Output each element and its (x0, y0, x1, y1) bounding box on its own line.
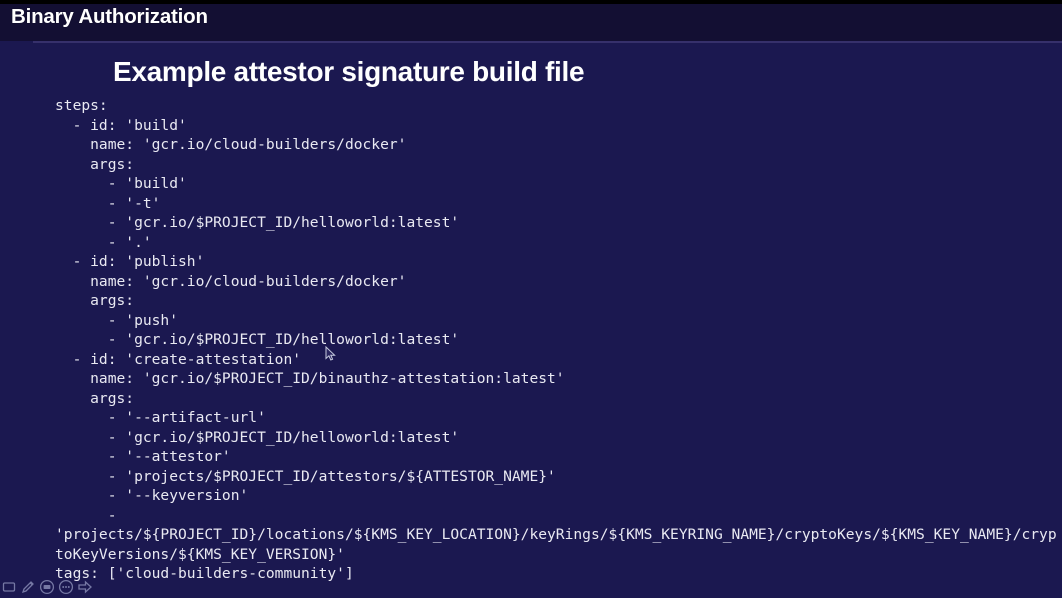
code-line: name: 'gcr.io/cloud-builders/docker' (55, 272, 407, 290)
code-line: steps: (55, 97, 108, 114)
code-line: - '-t' (55, 194, 161, 212)
header-divider (33, 41, 1062, 43)
code-line: name: 'gcr.io/cloud-builders/docker' (55, 136, 407, 153)
code-line: args: (55, 292, 135, 309)
code-line-wrapped: 'projects/${PROJECT_ID}/locations/${KMS_… (55, 526, 1057, 563)
code-line: - '.' (55, 233, 152, 251)
screen-icon[interactable] (38, 578, 56, 596)
code-line: name: 'gcr.io/$PROJECT_ID/binauthz-attes… (55, 370, 565, 387)
code-line: args: (55, 155, 135, 173)
pointer-icon[interactable] (0, 578, 18, 596)
code-block: steps: - id: 'build' name: 'gcr.io/cloud… (55, 96, 1062, 584)
code-line: - '--artifact-url' (55, 409, 266, 426)
slide-title: Example attestor signature build file (113, 56, 585, 87)
code-line: - 'gcr.io/$PROJECT_ID/helloworld:latest' (55, 331, 460, 348)
code-line: - 'gcr.io/$PROJECT_ID/helloworld:latest' (55, 428, 460, 446)
code-line: - '--attestor' (55, 448, 231, 465)
presentation-toolbar[interactable] (0, 576, 94, 598)
code-line: - 'push' (55, 311, 179, 329)
code-line: - 'projects/$PROJECT_ID/attestors/${ATTE… (55, 467, 556, 485)
code-line: - id: 'build' (55, 116, 187, 134)
deck-title: Binary Authorization (11, 5, 208, 28)
code-line: - 'build' (55, 175, 187, 192)
slide-header-band (0, 4, 1062, 41)
code-line: - id: 'create-attestation' (55, 350, 302, 368)
code-line: - 'gcr.io/$PROJECT_ID/helloworld:latest' (55, 214, 460, 231)
code-line: - '--keyversion' (55, 487, 249, 504)
next-slide-arrow-icon[interactable] (76, 578, 94, 596)
top-letterbox-bar (0, 0, 1062, 4)
more-options-icon[interactable] (57, 578, 75, 596)
code-line: - (55, 506, 126, 524)
code-line: - id: 'publish' (55, 253, 205, 270)
code-line: args: (55, 389, 135, 407)
code-line-tags: tags: ['cloud-builders-community'] (55, 565, 354, 582)
pen-icon[interactable] (19, 578, 37, 596)
